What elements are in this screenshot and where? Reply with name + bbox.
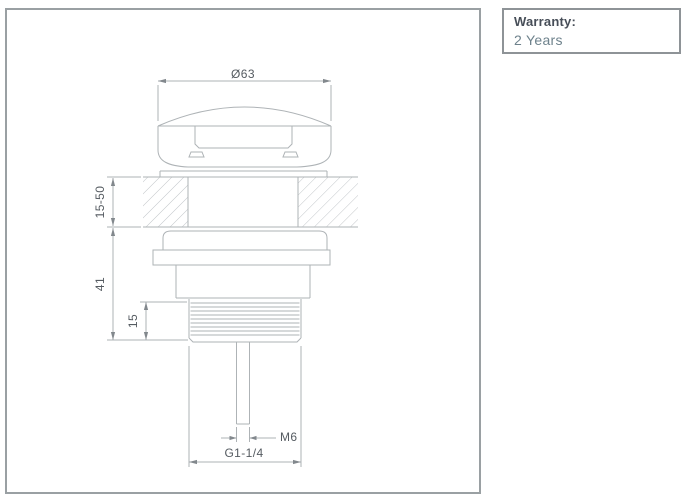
warranty-label: Warranty: (514, 14, 576, 29)
warranty-value: 2 Years (514, 32, 563, 48)
drawing-panel (5, 8, 481, 494)
warranty-box: Warranty: 2 Years (502, 8, 681, 54)
